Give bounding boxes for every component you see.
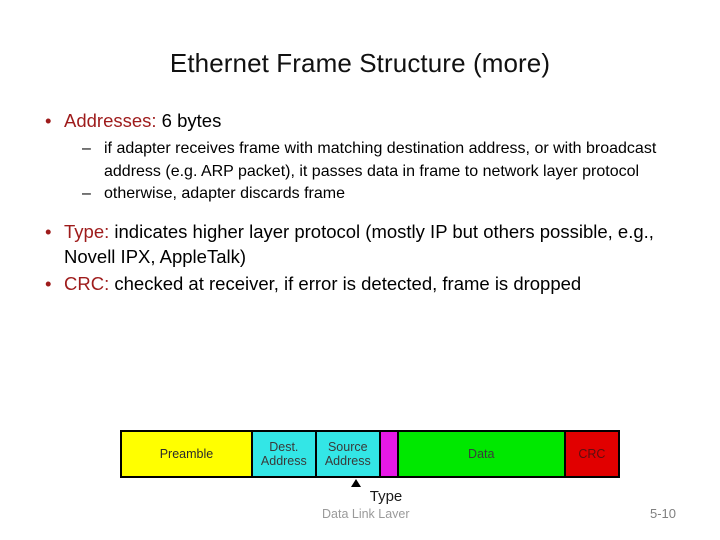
bullet-crc: • CRC: checked at receiver, if error is d… — [36, 271, 688, 296]
bullet-crc-text: checked at receiver, if error is detecte… — [109, 272, 582, 294]
bullet-crc-keyword: CRC: — [64, 272, 110, 294]
frame-field-data-label: Data — [468, 447, 495, 461]
frame-field-type — [380, 432, 399, 476]
bullet-type-keyword: Type: — [64, 220, 110, 242]
frame-field-crc-label: CRC — [578, 447, 606, 461]
bullet-dash-icon: – — [82, 140, 91, 157]
bullet-addresses: • Addresses: 6 bytes — [36, 108, 688, 133]
page-title: Ethernet Frame Structure (more) — [169, 48, 551, 78]
type-pointer-arrow-icon — [351, 479, 361, 487]
bullet-dash-icon: – — [82, 185, 91, 202]
sub-bullet-matching-address: –if adapter receives frame with matching… — [36, 138, 688, 183]
sub-bullet-matching-address-text: if adapter receives frame with matching … — [104, 140, 657, 180]
bullet-addresses-keyword: Addresses: — [64, 110, 157, 131]
frame-field-data: Data — [398, 432, 566, 476]
bullet-dot-icon: • — [45, 110, 52, 131]
slide-page-number: 5-10 — [650, 506, 677, 521]
sub-bullet-discards-frame: –otherwise, adapter discards frame — [36, 183, 688, 206]
slide-body: • Addresses: 6 bytes –if adapter receives… — [36, 108, 688, 298]
frame-field-dest-address-label: Dest.Address — [260, 440, 307, 468]
bullet-dot-icon: • — [45, 220, 52, 242]
sub-bullet-discards-frame-text: otherwise, adapter discards frame — [104, 185, 345, 202]
frame-field-preamble: Preamble — [122, 432, 253, 476]
bullet-type-text: indicates higher layer protocol (mostly … — [64, 220, 654, 267]
frame-field-crc: CRC — [565, 432, 618, 476]
frame-field-dest-address: Dest.Address — [252, 432, 317, 476]
bullet-dot-icon: • — [45, 272, 52, 294]
bullet-type: • Type: indicates higher layer protocol (… — [36, 219, 688, 269]
bullet-addresses-text: 6 bytes — [156, 110, 222, 131]
frame-field-preamble-label: Preamble — [159, 447, 214, 461]
addresses-sub-bullets: –if adapter receives frame with matching… — [36, 138, 688, 206]
type-caption-label: Type — [369, 488, 403, 505]
footer-chapter-label: Data Link Layer — [322, 508, 410, 518]
